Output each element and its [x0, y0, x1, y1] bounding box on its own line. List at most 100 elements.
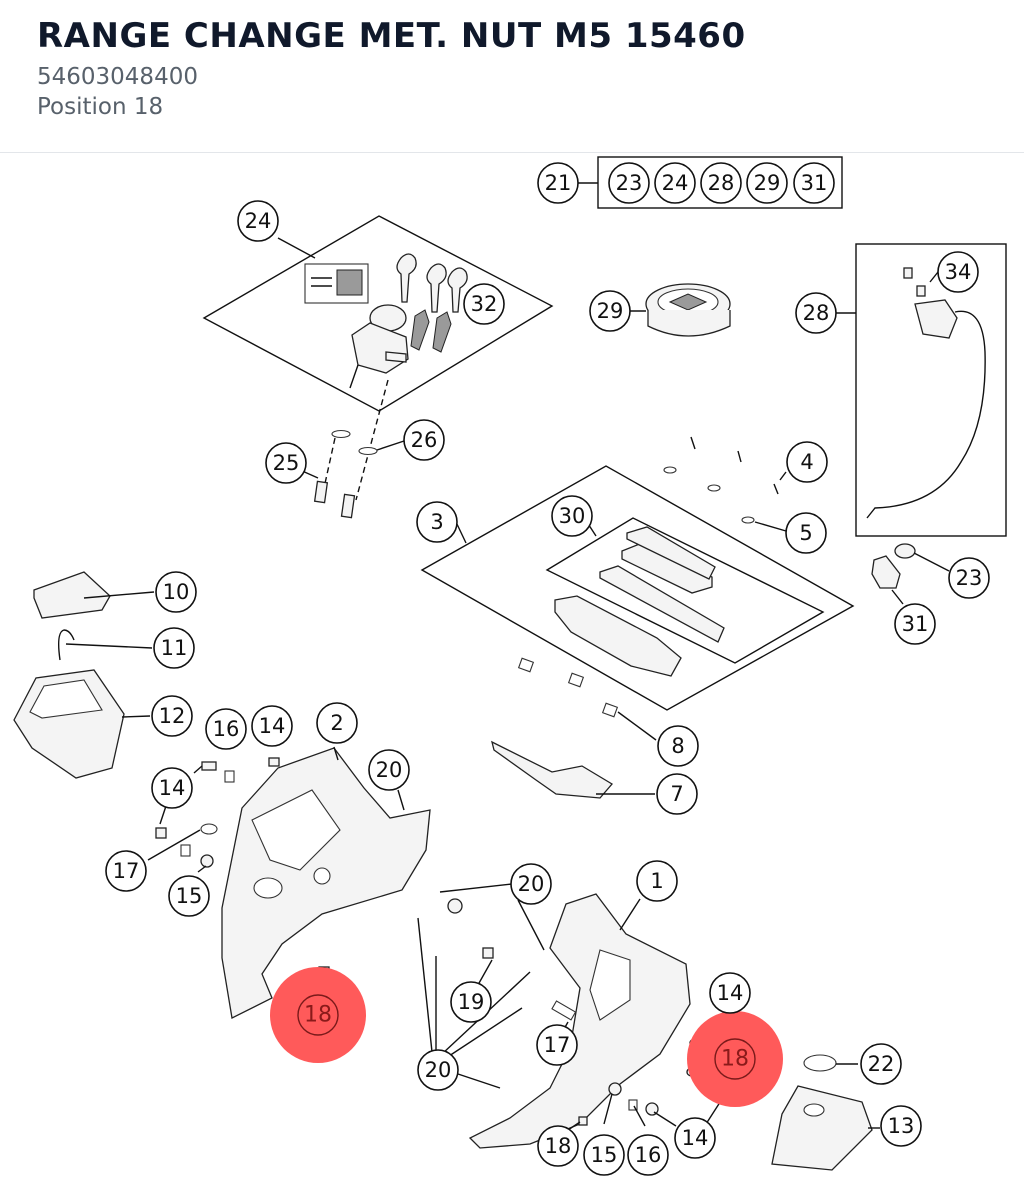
callout-14-bottom[interactable]: 14: [674, 1117, 716, 1159]
svg-text:3: 3: [430, 510, 443, 534]
callout-24[interactable]: 24: [237, 200, 279, 242]
callout-34[interactable]: 34: [937, 251, 979, 293]
svg-text:5: 5: [799, 521, 812, 545]
position-label: Position 18: [37, 94, 164, 120]
callout-16-bottom[interactable]: 16: [627, 1134, 669, 1176]
callout-10[interactable]: 10: [155, 571, 197, 613]
callout-22[interactable]: 22: [860, 1043, 902, 1085]
callout-15-bottom[interactable]: 15: [583, 1134, 625, 1176]
callout-11[interactable]: 11: [153, 627, 195, 669]
svg-text:2: 2: [330, 711, 343, 735]
svg-text:25: 25: [273, 451, 300, 475]
svg-text:17: 17: [113, 859, 140, 883]
highlight-18-left-label: 18: [304, 1003, 332, 1028]
callout-21[interactable]: 21: [537, 162, 579, 204]
callout-25[interactable]: 25: [265, 442, 307, 484]
svg-text:14: 14: [259, 714, 286, 738]
fuel-cap-29: [629, 283, 731, 337]
part-number: 54603048400: [37, 64, 198, 90]
svg-text:7: 7: [670, 782, 683, 806]
callout-26[interactable]: 26: [403, 419, 445, 461]
svg-text:10: 10: [163, 580, 190, 604]
page-header: RANGE CHANGE MET. NUT M5 15460 546030484…: [0, 0, 1024, 153]
svg-text:21: 21: [545, 171, 572, 195]
callout-12[interactable]: 12: [151, 695, 193, 737]
svg-text:34: 34: [945, 260, 972, 284]
svg-text:14: 14: [682, 1126, 709, 1150]
svg-text:26: 26: [411, 428, 438, 452]
callout-32[interactable]: 32: [463, 283, 505, 325]
svg-text:20: 20: [518, 872, 545, 896]
callout-5[interactable]: 5: [785, 512, 827, 554]
callout-13[interactable]: 13: [880, 1105, 922, 1147]
callout-31-kit[interactable]: 31: [793, 162, 835, 204]
svg-text:11: 11: [161, 636, 188, 660]
callout-30[interactable]: 30: [551, 495, 593, 537]
svg-text:16: 16: [635, 1143, 662, 1167]
callout-17-left[interactable]: 17: [105, 850, 147, 892]
callout-23-kit[interactable]: 23: [608, 162, 650, 204]
highlight-18-right[interactable]: 18: [687, 1011, 783, 1107]
callout-20-bottom[interactable]: 20: [417, 1049, 459, 1091]
callout-23[interactable]: 23: [948, 557, 990, 599]
callout-28-kit[interactable]: 28: [700, 162, 742, 204]
part-12: [13, 669, 151, 779]
svg-text:16: 16: [213, 717, 240, 741]
callout-17-right[interactable]: 17: [536, 1024, 578, 1066]
callout-14-top[interactable]: 14: [251, 705, 293, 747]
callout-15-left[interactable]: 15: [168, 875, 210, 917]
highlight-18-right-label: 18: [721, 1047, 749, 1072]
right-bracket-1: [468, 893, 691, 1149]
callout-14-right-top[interactable]: 14: [709, 972, 751, 1014]
tank-lock-31-23: [871, 543, 950, 605]
ignition-lock-kit-24: [202, 215, 554, 412]
svg-text:24: 24: [245, 209, 272, 233]
highlight-18-left[interactable]: 18: [270, 967, 366, 1063]
svg-text:31: 31: [902, 612, 929, 636]
part-13: [771, 1085, 880, 1171]
tank-cover-assembly-3: [420, 465, 855, 711]
callout-7[interactable]: 7: [656, 773, 698, 815]
cable-box-28: [836, 243, 1007, 537]
svg-text:1: 1: [650, 869, 663, 893]
callout-3[interactable]: 3: [416, 501, 458, 543]
part-22: [803, 1054, 858, 1072]
callout-29-kit[interactable]: 29: [746, 162, 788, 204]
callout-18-bottom[interactable]: 18: [537, 1125, 579, 1167]
callout-24-kit[interactable]: 24: [654, 162, 696, 204]
callout-28[interactable]: 28: [795, 292, 837, 334]
svg-text:13: 13: [888, 1114, 915, 1138]
svg-text:28: 28: [803, 301, 830, 325]
callout-19[interactable]: 19: [450, 981, 492, 1023]
kit-box-21: [578, 156, 843, 209]
callout-1[interactable]: 1: [636, 860, 678, 902]
svg-text:15: 15: [176, 884, 203, 908]
callout-8[interactable]: 8: [657, 725, 699, 767]
svg-text:22: 22: [868, 1052, 895, 1076]
callout-20-top[interactable]: 20: [368, 749, 410, 791]
svg-text:30: 30: [559, 504, 586, 528]
svg-text:15: 15: [591, 1143, 618, 1167]
svg-text:24: 24: [662, 171, 689, 195]
part-title: RANGE CHANGE MET. NUT M5 15460: [37, 16, 746, 56]
part-7: [491, 740, 655, 799]
exploded-parts-diagram: 18 18 21 23 24 28 29 31 24 32 29 28 34 2…: [13, 156, 1007, 1176]
svg-text:32: 32: [471, 292, 498, 316]
callout-14-left[interactable]: 14: [151, 767, 193, 809]
svg-text:20: 20: [425, 1058, 452, 1082]
part-8: [601, 702, 657, 741]
svg-text:31: 31: [801, 171, 828, 195]
svg-text:17: 17: [544, 1033, 571, 1057]
callout-4[interactable]: 4: [786, 441, 828, 483]
svg-text:14: 14: [717, 981, 744, 1005]
svg-text:4: 4: [800, 450, 813, 474]
svg-text:20: 20: [376, 758, 403, 782]
callout-29[interactable]: 29: [589, 290, 631, 332]
callout-31[interactable]: 31: [894, 603, 936, 645]
svg-text:14: 14: [159, 776, 186, 800]
callout-20-mid[interactable]: 20: [510, 863, 552, 905]
callout-16-left[interactable]: 16: [205, 708, 247, 750]
callout-2[interactable]: 2: [316, 702, 358, 744]
lock-bolts-25-26: [299, 379, 405, 519]
left-bracket-2: [221, 746, 431, 1019]
